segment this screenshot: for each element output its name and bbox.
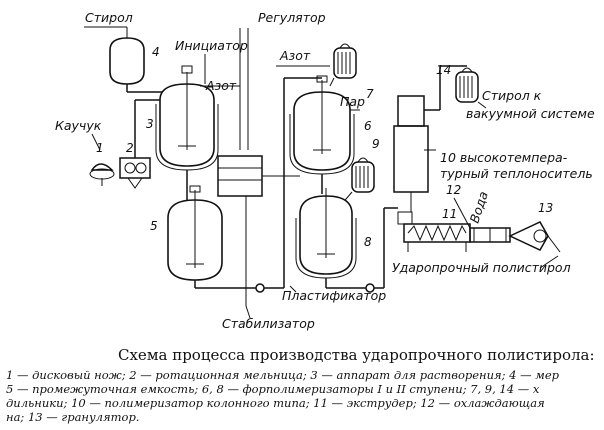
label-vacuum-system: вакуумной системе	[466, 106, 595, 121]
product-line	[539, 255, 559, 269]
extruder-11	[397, 211, 471, 252]
dosing-block	[217, 155, 263, 197]
label-initiator: Инициатор	[175, 38, 248, 53]
label-styrene-out: Стирол к	[482, 88, 542, 103]
legend-line: 5 — промежуточная емкость; 6, 8 — форпол…	[6, 382, 540, 396]
vessel-4-measuring-tank	[109, 30, 145, 85]
vessel-3-dissolver	[155, 65, 219, 171]
num-4: 4	[152, 45, 160, 59]
condenser-9	[351, 157, 375, 193]
vessel-8-prepolymerizer-2	[295, 188, 357, 279]
label-nitrogen-b: Азот	[279, 48, 311, 63]
num-3: 3	[146, 117, 154, 131]
cooling-bath-12	[469, 227, 511, 243]
num-8: 8	[364, 235, 372, 249]
label-steam: Пар	[340, 94, 365, 109]
label-coolant-1: 10 высокотемпера-	[440, 150, 568, 165]
num-2: 2	[126, 141, 134, 155]
vessel-5-intermediate-tank	[167, 185, 223, 281]
label-styrene-in: Стирол	[85, 10, 133, 25]
num-11: 11	[442, 207, 457, 221]
process-flow-diagram: Стирол 4 3 Азот Инициатор Регулятор Кауч…	[55, 10, 595, 331]
label-product: Ударопрочный полистирол	[392, 260, 571, 275]
vessel-6-prepolymerizer-1	[289, 75, 355, 175]
legend-line: 1 — дисковый нож; 2 — ротационная мельни…	[6, 368, 560, 382]
num-13: 13	[538, 201, 553, 215]
disc-cutter-1	[89, 163, 115, 186]
label-stabilizer: Стабилизатор	[222, 316, 315, 331]
label-plasticizer: Пластификатор	[282, 288, 386, 303]
label-water: Вода	[467, 189, 491, 225]
legend-line: на; 13 — гранулятор.	[6, 410, 140, 424]
label-coolant-2: турный теплоноситель	[440, 166, 593, 181]
num-1: 1	[96, 141, 104, 155]
column-10-polymerizer	[393, 95, 436, 212]
condenser-7	[333, 43, 357, 79]
num-14: 14	[436, 63, 451, 77]
num-7: 7	[366, 87, 374, 101]
label-rubber: Каучук	[55, 118, 102, 133]
legend-line: дильники; 10 — полимеризатор колонного т…	[6, 396, 545, 410]
pump-5	[255, 283, 265, 293]
num-5: 5	[150, 219, 158, 233]
rubber-feed-arrow	[91, 133, 101, 151]
label-regulator: Регулятор	[258, 10, 326, 25]
caption-title: Схема процесса производства ударопрочног…	[118, 346, 595, 364]
num-12: 12	[446, 183, 461, 197]
condenser-14	[455, 67, 479, 103]
rotary-mill-2	[119, 157, 151, 189]
granulator-13	[508, 221, 561, 253]
num-6: 6	[364, 119, 372, 133]
num-9: 9	[372, 137, 380, 151]
